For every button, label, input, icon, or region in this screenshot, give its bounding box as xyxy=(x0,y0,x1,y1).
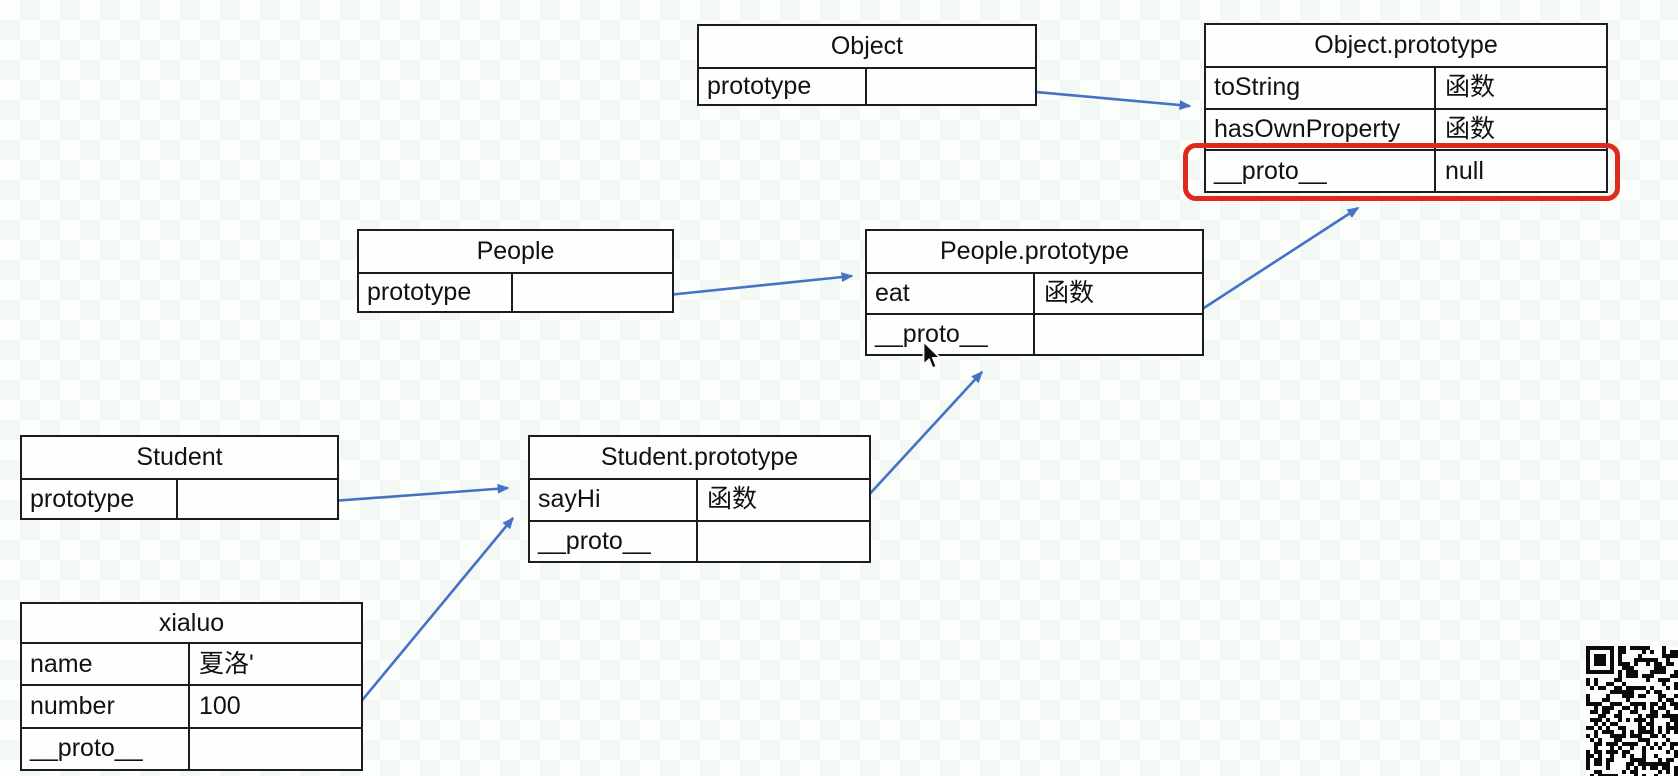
row-value-cell: 函数 xyxy=(707,485,758,514)
row-value-cell xyxy=(867,69,1035,104)
table-title: People.prototype xyxy=(867,231,1202,274)
qr-watermark xyxy=(1586,646,1678,776)
row-key-cell: __proto__ xyxy=(22,728,190,769)
row-key-cell: eat xyxy=(867,274,1035,313)
object-table: Object prototype xyxy=(697,24,1037,106)
table-title: Student xyxy=(22,437,337,480)
row-key-cell: __proto__ xyxy=(1206,151,1436,192)
xialuo-table: xialuo name 夏洛' number 100 __proto__ xyxy=(20,602,363,771)
table-title: Object xyxy=(699,26,1035,69)
table-title: xialuo xyxy=(22,604,361,644)
table-row: __proto__ xyxy=(530,519,869,562)
table-row: prototype xyxy=(22,480,337,518)
row-key-cell: hasOwnProperty xyxy=(1206,109,1436,150)
table-row: hasOwnProperty 函数 xyxy=(1206,107,1606,150)
people-prototype-table: People.prototype eat 函数 __proto__ xyxy=(865,229,1204,356)
people-table: People prototype xyxy=(357,229,674,313)
row-value-cell xyxy=(1035,315,1202,354)
student-prototype-table: Student.prototype sayHi 函数 __proto__ xyxy=(528,435,871,563)
row-value-cell: 100 xyxy=(199,691,241,720)
table-title: Student.prototype xyxy=(530,437,869,480)
table-row-proto-null: __proto__ null xyxy=(1206,149,1606,192)
row-value-cell xyxy=(698,522,869,562)
row-value-cell xyxy=(178,480,337,518)
table-row: eat 函数 xyxy=(867,274,1202,313)
table-title: Object.prototype xyxy=(1206,25,1606,68)
row-key-cell: toString xyxy=(1206,68,1436,108)
row-key-cell: prototype xyxy=(699,69,867,104)
row-key-cell: prototype xyxy=(22,480,178,518)
table-row: __proto__ xyxy=(22,726,361,769)
row-key-cell: sayHi xyxy=(530,480,698,520)
row-value-cell: 夏洛' xyxy=(199,649,254,678)
row-key-cell: __proto__ xyxy=(867,315,1035,354)
row-value-cell: 函数 xyxy=(1044,279,1095,307)
row-key-cell: name xyxy=(22,644,190,685)
row-value-cell xyxy=(190,729,361,769)
student-table: Student prototype xyxy=(20,435,339,520)
row-value-cell xyxy=(513,274,672,311)
row-key-cell: prototype xyxy=(359,274,513,311)
row-value-cell: 函数 xyxy=(1445,115,1496,143)
table-row: prototype xyxy=(699,69,1035,104)
object-prototype-table: Object.prototype toString 函数 hasOwnPrope… xyxy=(1204,23,1608,193)
table-row: toString 函数 xyxy=(1206,68,1606,108)
table-title: People xyxy=(359,231,672,274)
table-row: __proto__ xyxy=(867,313,1202,354)
table-row: sayHi 函数 xyxy=(530,480,869,520)
table-row: name 夏洛' xyxy=(22,644,361,685)
row-value-cell: 函数 xyxy=(1445,73,1496,102)
row-value-cell: null xyxy=(1445,156,1484,185)
table-row: number 100 xyxy=(22,684,361,727)
table-row: prototype xyxy=(359,274,672,311)
arrow-people-to-people-prototype xyxy=(657,272,854,298)
row-key-cell: number xyxy=(22,686,190,727)
row-key-cell: __proto__ xyxy=(530,521,698,561)
